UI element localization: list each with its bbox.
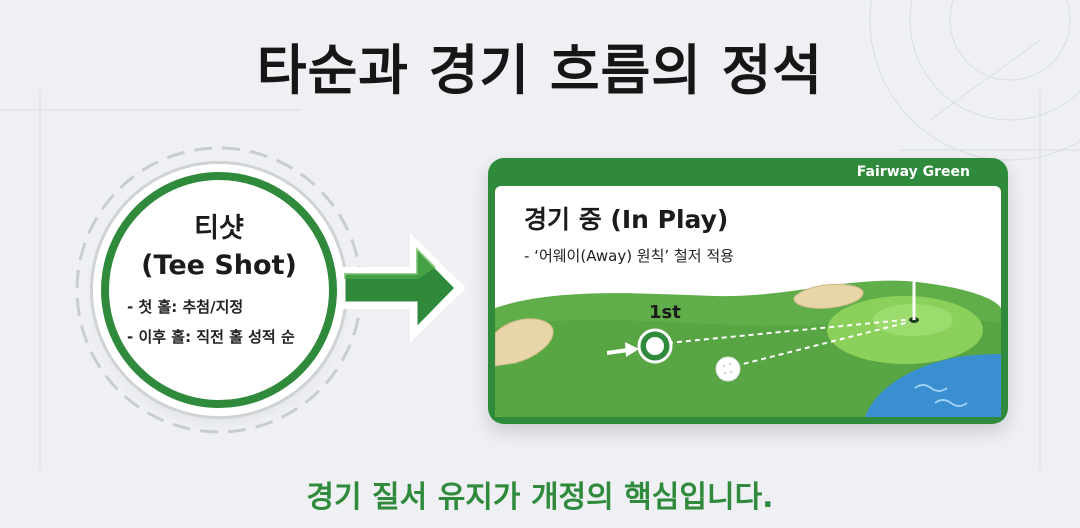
sand-trap [793, 283, 864, 309]
golf-ball-icon [637, 328, 673, 364]
tee-shot-title: 티샷 (Tee Shot) [109, 210, 329, 284]
tee-shot-item: - 첫 홀: 추첨/지정 [127, 298, 244, 316]
arrow-icon [606, 342, 639, 357]
arrow-icon [338, 233, 466, 343]
in-play-card: Fairway Green 경기 중 (In Play) - ‘어웨이(Away… [488, 158, 1008, 424]
sand-trap [495, 318, 554, 367]
water-hazard [865, 354, 1001, 417]
tee-shot-title-en: (Tee Shot) [141, 250, 297, 281]
golf-ball-icon [715, 356, 741, 382]
in-play-title: 경기 중 (In Play) [524, 205, 729, 234]
fairway-green-badge: Fairway Green [856, 164, 970, 180]
golf-course-illustration [495, 268, 1001, 417]
tee-shot-title-ko: 티샷 [194, 213, 244, 244]
tee-shot-list: - 첫 홀: 추첨/지정 - 이후 홀: 직전 홀 성적 순 [127, 292, 327, 352]
first-player-label: 1st [649, 302, 681, 323]
in-play-rule: - ‘어웨이(Away) 원칙’ 철저 적용 [524, 247, 734, 265]
page-title: 타순과 경기 흐름의 정석 [256, 39, 824, 102]
footer-message: 경기 질서 유지가 개정의 핵심입니다. [306, 480, 774, 515]
tee-shot-item: - 이후 홀: 직전 홀 성적 순 [127, 328, 295, 346]
flag-icon [912, 268, 916, 320]
tee-shot-circle: 티샷 (Tee Shot) - 첫 홀: 추첨/지정 - 이후 홀: 직전 홀 … [101, 172, 337, 408]
